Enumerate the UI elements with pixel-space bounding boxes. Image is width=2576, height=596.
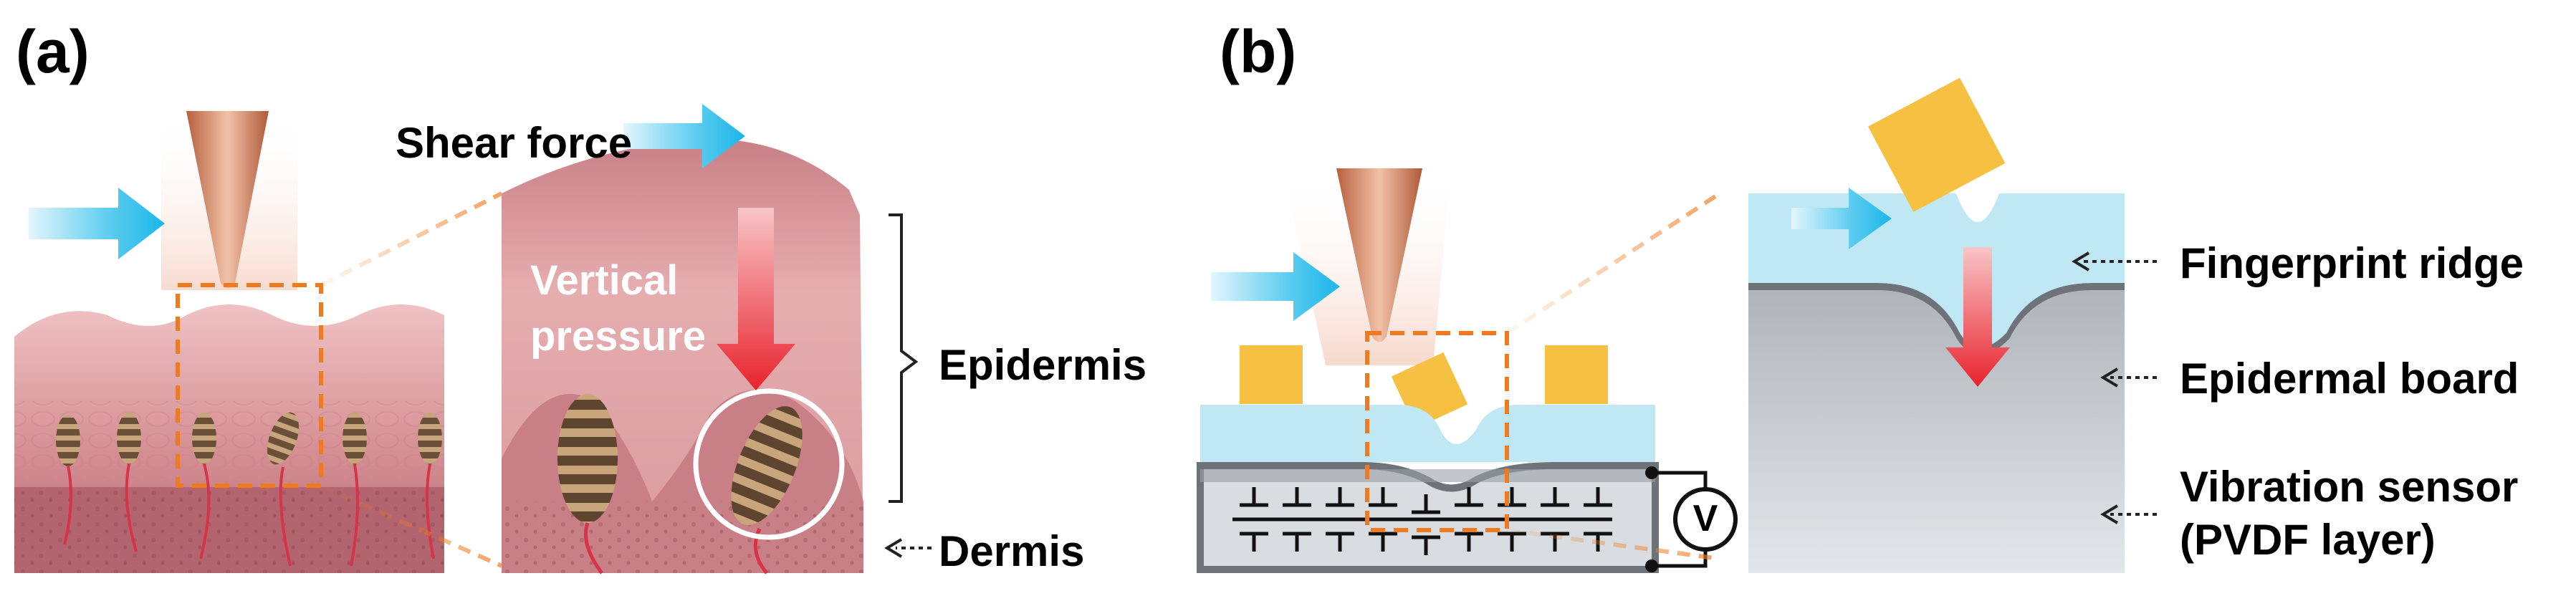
epidermal-board-label: Epidermal board <box>2180 355 2519 403</box>
mechanoreceptor-corpuscles <box>56 412 442 567</box>
probe-tip-b <box>1283 168 1451 365</box>
label-pointers-b <box>2072 251 2157 524</box>
zoom-box-b <box>1365 331 1509 532</box>
panel-a <box>14 104 932 575</box>
highlight-circle <box>693 388 845 540</box>
panel-a-label: (a) <box>16 18 90 85</box>
vibration-sensor-label-line1: Vibration sensor <box>2180 463 2519 511</box>
fingerprint-ridges-b <box>1240 345 1608 429</box>
voltmeter-circuit <box>1645 466 1738 572</box>
fingerprint-ridge-label: Fingerprint ridge <box>2180 239 2524 287</box>
dermis-pointer <box>884 538 932 558</box>
shear-arrow-left <box>29 188 165 259</box>
vibration-sensor-label-line2: (PVDF layer) <box>2180 516 2436 564</box>
panel-b-label: (b) <box>1220 18 1297 85</box>
shear-arrow-b <box>1211 252 1340 321</box>
voltmeter-label: V <box>1692 498 1718 539</box>
zoom-guide-lines-b <box>1505 191 1721 561</box>
voltmeter-icon <box>1673 487 1738 552</box>
zoomed-sensor-view <box>1748 77 2125 573</box>
shear-force-label: Shear force <box>396 119 633 167</box>
shear-arrow-top <box>623 104 745 168</box>
epidermal-board-b <box>1200 405 1655 462</box>
epidermis-bracket <box>889 213 919 503</box>
epidermis-label: Epidermis <box>939 341 1147 389</box>
zoom-guide-lines-a <box>320 191 503 568</box>
zoom-box-a <box>176 283 323 488</box>
capacitor-array <box>1232 487 1612 555</box>
panel-b <box>1197 77 2157 573</box>
probe-tip <box>161 111 297 290</box>
vertical-pressure-label-line1: Vertical <box>530 257 679 304</box>
vertical-pressure-label-line2: pressure <box>530 313 707 360</box>
dermis-label: Dermis <box>939 527 1085 575</box>
vertical-pressure-arrow <box>717 208 795 390</box>
